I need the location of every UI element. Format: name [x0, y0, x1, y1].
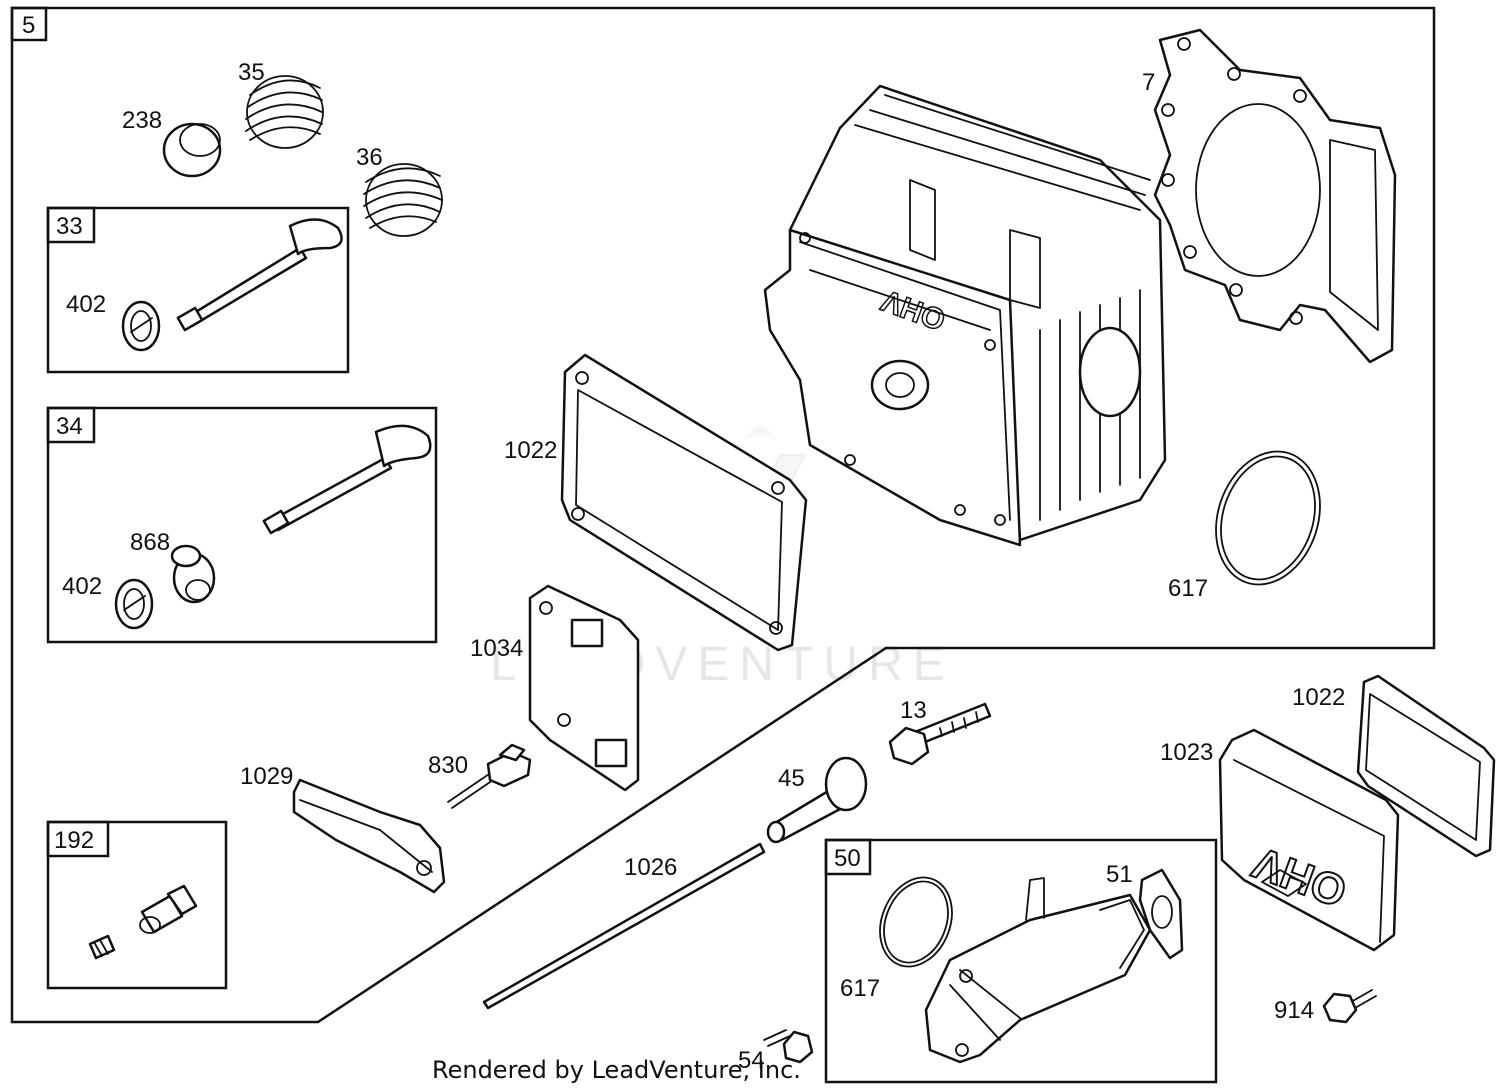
box-number-tag-34	[46, 406, 96, 444]
part-label-402-b: 402	[62, 573, 102, 600]
part-1023-rocker-cover: OHV	[1218, 728, 1400, 952]
part-50-intake-manifold	[924, 877, 1152, 1064]
part-402-valve-retainer-a	[121, 300, 161, 352]
part-868-valve-seal	[170, 544, 216, 604]
box-number-tag-192	[46, 820, 110, 858]
part-1034-guide-plate	[528, 584, 640, 792]
part-label-1029: 1029	[240, 763, 293, 790]
part-192-breather-fitting	[139, 884, 198, 934]
box-number-33: 33	[56, 213, 83, 240]
part-54-intake-screw	[763, 1029, 814, 1064]
part-35-valve-spring	[245, 75, 324, 149]
part-617-o-ring-a	[1215, 450, 1321, 586]
part-7-head-gasket	[1153, 28, 1397, 364]
part-192-plug	[88, 934, 116, 960]
part-label-35: 35	[238, 59, 265, 86]
part-1022-cover-gasket-b	[1356, 674, 1496, 858]
part-36-valve-spring	[363, 163, 443, 237]
assembly-box-34	[46, 406, 438, 644]
part-label-1026: 1026	[624, 854, 677, 881]
assembly-box-50	[824, 838, 1218, 1084]
render-credit: Rendered by LeadVenture, Inc.	[432, 1056, 801, 1084]
box-number-34: 34	[56, 413, 83, 440]
part-914-cover-screw	[1322, 989, 1377, 1024]
part-cylinder-head: OHV	[763, 84, 1167, 547]
part-label-1022-a: 1022	[504, 437, 557, 464]
part-label-51: 51	[1106, 861, 1133, 888]
part-label-36: 36	[356, 144, 383, 171]
part-617-o-ring-b	[879, 876, 953, 968]
part-label-1023: 1023	[1160, 739, 1213, 766]
part-label-914: 914	[1274, 997, 1314, 1024]
part-402-valve-retainer-b	[114, 578, 154, 630]
part-label-830: 830	[428, 752, 468, 779]
box-number-192: 192	[54, 827, 94, 854]
part-45-push-rod-guide	[766, 756, 868, 844]
part-label-1022-b: 1022	[1292, 684, 1345, 711]
part-238-valve-cap	[162, 122, 222, 178]
box-number-tag-33	[46, 206, 96, 244]
part-label-7: 7	[1142, 69, 1155, 96]
part-label-13: 13	[900, 697, 927, 724]
part-13-head-bolt	[888, 702, 992, 766]
box-number-50: 50	[834, 845, 861, 872]
part-label-617-b: 617	[840, 975, 880, 1002]
box-number-tag-5	[10, 6, 48, 42]
part-51-intake-gasket	[1138, 868, 1184, 960]
part-830-rocker-stud	[447, 743, 532, 809]
box-number-5: 5	[22, 12, 35, 39]
part-1022-cover-gasket-a	[560, 353, 808, 652]
part-label-1034: 1034	[470, 635, 523, 662]
part-label-238: 238	[122, 107, 162, 134]
box-number-tag-50	[824, 838, 872, 876]
part-label-54: 54	[738, 1047, 765, 1074]
part-label-868: 868	[130, 529, 170, 556]
assembly-frame-5	[10, 6, 1436, 1024]
part-34-exhaust-valve	[262, 424, 432, 535]
assembly-box-192	[46, 820, 228, 990]
part-label-617-a: 617	[1168, 575, 1208, 602]
part-label-402-a: 402	[66, 291, 106, 318]
part-label-45: 45	[778, 765, 805, 792]
part-1029-rocker-arm	[292, 778, 446, 894]
assembly-box-33	[46, 206, 350, 374]
part-33-intake-valve	[176, 218, 343, 332]
part-1026-push-rod	[482, 842, 766, 1010]
